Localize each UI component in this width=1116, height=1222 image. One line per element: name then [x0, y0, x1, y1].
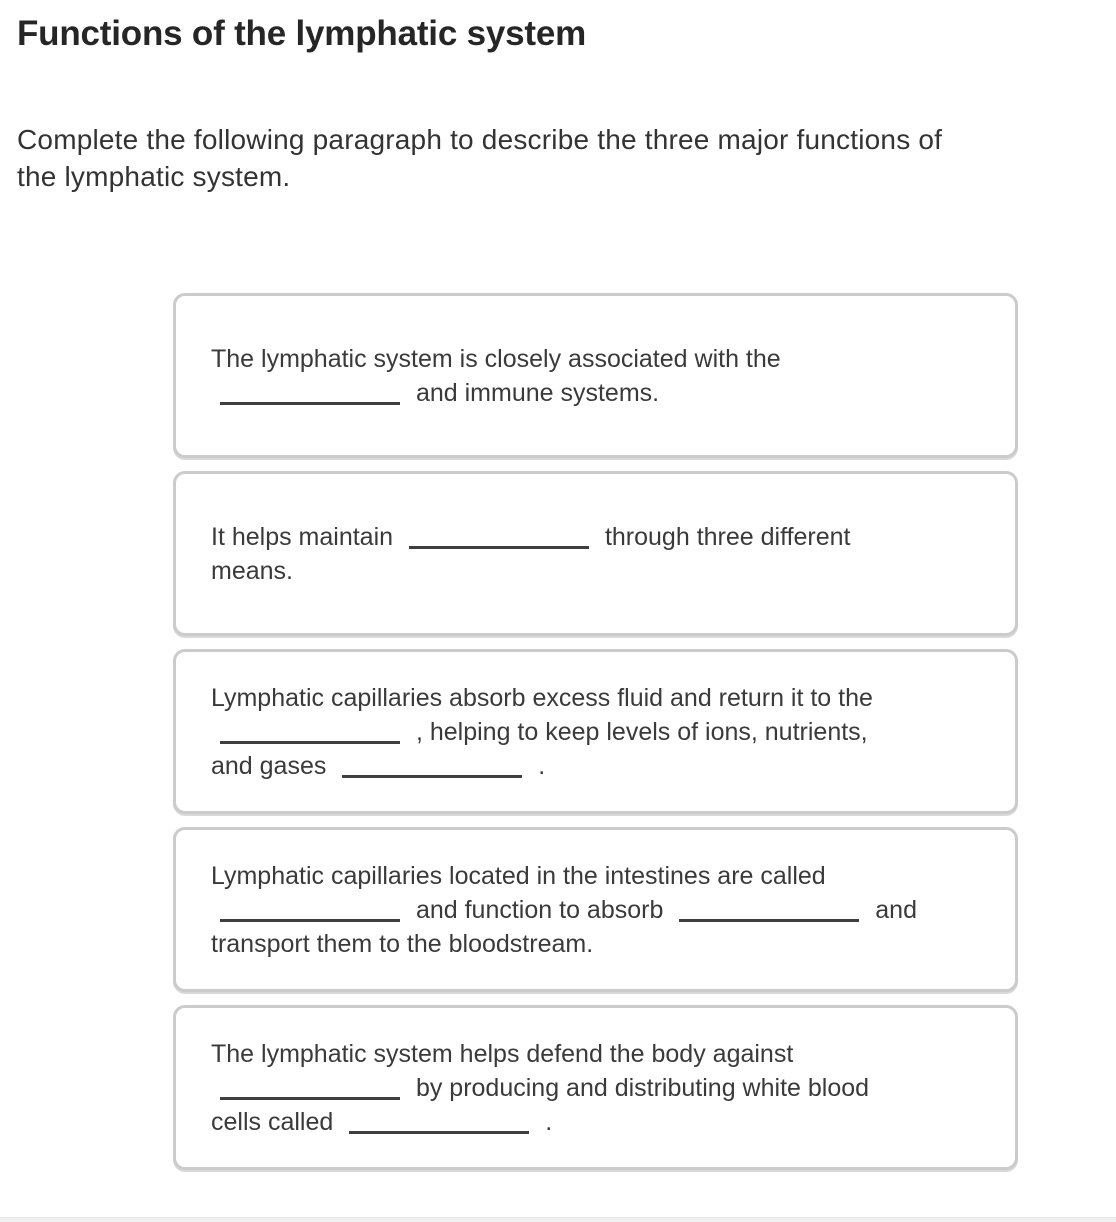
statement-segment: .: [538, 751, 546, 780]
statement-segment: The lymphatic system is closely associat…: [211, 344, 781, 373]
statement-card-1: The lymphatic system is closely associat…: [173, 293, 1018, 458]
statement-segment: Lymphatic capillaries located in the int…: [211, 861, 826, 890]
answer-blank-8[interactable]: [349, 1108, 530, 1134]
answer-blank-1[interactable]: [220, 379, 400, 405]
statement-card-3: Lymphatic capillaries absorb excess flui…: [173, 649, 1018, 814]
statement-card-5: The lymphatic system helps defend the bo…: [173, 1005, 1018, 1170]
next-section-divider: [0, 1217, 1116, 1222]
statement-text-2: It helps maintain through three differen…: [211, 520, 1003, 588]
statement-card-4: Lymphatic capillaries located in the int…: [173, 827, 1018, 992]
answer-blank-4[interactable]: [342, 752, 523, 778]
statement-segment: Lymphatic capillaries absorb excess flui…: [211, 683, 873, 712]
statement-text-5: The lymphatic system helps defend the bo…: [211, 1037, 1003, 1139]
statement-segment: .: [545, 1107, 553, 1136]
page-title: Functions of the lymphatic system: [17, 14, 587, 53]
statement-text-4: Lymphatic capillaries located in the int…: [211, 859, 1003, 961]
statement-segment: , helping to keep levels of ions, nutrie…: [211, 717, 868, 780]
statement-card-2: It helps maintain through three differen…: [173, 471, 1018, 636]
answer-blank-2[interactable]: [409, 523, 589, 549]
statement-text-3: Lymphatic capillaries absorb excess flui…: [211, 681, 1003, 783]
statement-text-1: The lymphatic system is closely associat…: [211, 342, 1003, 410]
statement-segment: It helps maintain: [211, 522, 394, 551]
instruction-text: Complete the following paragraph to desc…: [17, 124, 943, 192]
statement-cards-container: The lymphatic system is closely associat…: [173, 293, 1018, 1170]
statement-segment: The lymphatic system helps defend the bo…: [211, 1039, 794, 1068]
answer-blank-7[interactable]: [220, 1074, 400, 1100]
statement-segment: by producing and distributing white bloo…: [211, 1073, 870, 1136]
answer-blank-5[interactable]: [220, 896, 400, 922]
statement-segment: and immune systems.: [415, 378, 660, 407]
answer-blank-3[interactable]: [220, 718, 400, 744]
statement-segment: and function to absorb: [415, 895, 664, 924]
answer-blank-6[interactable]: [679, 896, 860, 922]
statement-segment: through three different means.: [211, 522, 851, 585]
statement-segment: and transport them to the bloodstream.: [211, 895, 917, 958]
